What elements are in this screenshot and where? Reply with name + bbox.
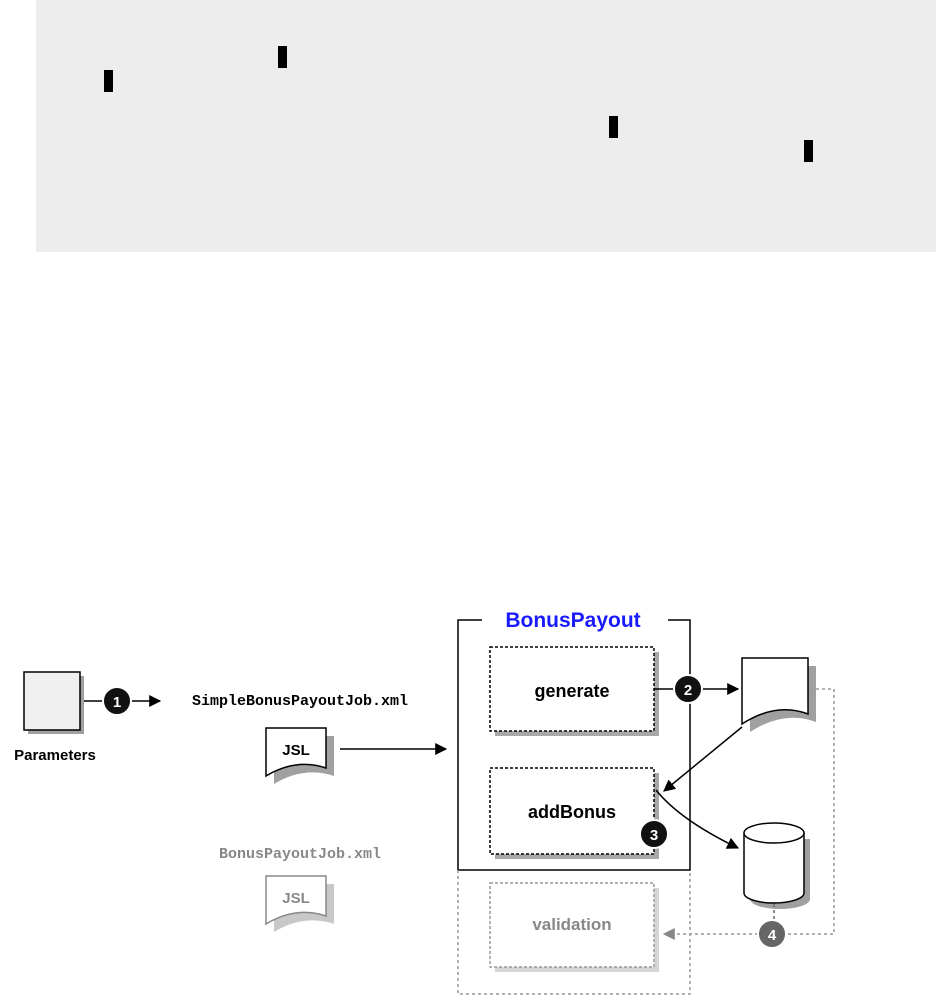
step-validation: validation bbox=[489, 882, 659, 972]
placeholder-panel bbox=[36, 0, 936, 252]
svg-text:1: 1 bbox=[113, 694, 121, 711]
full-job-filename: BonusPayoutJob.xml bbox=[219, 846, 381, 863]
text-cursor-4 bbox=[804, 140, 813, 162]
parameters-document: Parameters bbox=[14, 671, 96, 764]
validation-path-from-file bbox=[776, 688, 835, 935]
step-add-bonus-label: addBonus bbox=[528, 802, 616, 822]
svg-text:3: 3 bbox=[650, 827, 658, 844]
parameters-label: Parameters bbox=[14, 747, 96, 764]
marker-2: 2 bbox=[673, 674, 703, 704]
text-cursor-1 bbox=[278, 46, 287, 68]
text-cursor-2 bbox=[104, 70, 113, 92]
database-cylinder bbox=[743, 822, 810, 909]
svg-text:4: 4 bbox=[768, 927, 777, 944]
step-validation-label: validation bbox=[532, 915, 611, 934]
jsl-document-full: JSL bbox=[265, 875, 334, 932]
job-frame bbox=[457, 619, 691, 871]
svg-text:2: 2 bbox=[684, 682, 692, 699]
marker-4: 4 bbox=[757, 919, 787, 949]
jsl-label-simple: JSL bbox=[282, 742, 310, 759]
validation-frame bbox=[457, 870, 691, 995]
output-file-document bbox=[741, 657, 816, 732]
simple-job-filename: SimpleBonusPayoutJob.xml bbox=[192, 693, 408, 710]
marker-3: 3 bbox=[639, 819, 669, 849]
step-generate-label: generate bbox=[534, 681, 609, 701]
jsl-label-full: JSL bbox=[282, 890, 310, 907]
marker-1: 1 bbox=[102, 686, 132, 716]
arrow-file-to-addbonus bbox=[663, 726, 743, 792]
step-add-bonus: addBonus bbox=[489, 767, 659, 859]
arrow-addbonus-to-database bbox=[655, 789, 740, 849]
text-cursor-3 bbox=[609, 116, 618, 138]
job-title: BonusPayout bbox=[505, 609, 640, 632]
jsl-document-simple: JSL bbox=[265, 727, 334, 784]
step-generate: generate bbox=[489, 646, 659, 736]
